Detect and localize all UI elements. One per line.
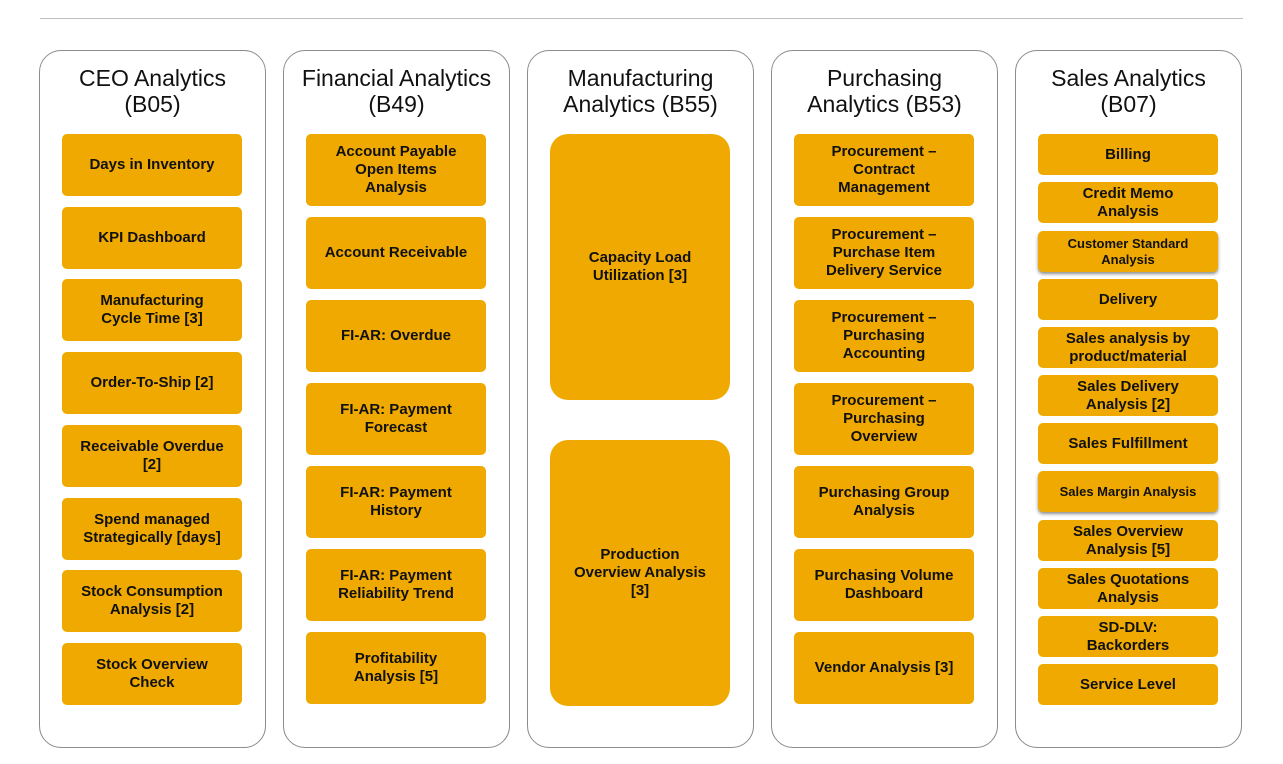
column-title: Sales Analytics (B07) (1051, 65, 1206, 117)
tile-order-to-ship[interactable]: Order-To-Ship [2] (62, 352, 242, 414)
tile-procurement-contract-management[interactable]: Procurement – Contract Management (794, 134, 974, 206)
tile-stock-overview-check[interactable]: Stock Overview Check (62, 643, 242, 705)
tile-procurement-purchasing-overview[interactable]: Procurement – Purchasing Overview (794, 383, 974, 455)
tile-capacity-load-utilization[interactable]: Capacity Load Utilization [3] (550, 134, 730, 400)
tile-sales-overview-analysis[interactable]: Sales Overview Analysis [5] (1038, 520, 1218, 561)
tile-purchasing-group-analysis[interactable]: Purchasing Group Analysis (794, 466, 974, 538)
tile-sales-quotations-analysis[interactable]: Sales Quotations Analysis (1038, 568, 1218, 609)
tile-customer-standard-analysis[interactable]: Customer Standard Analysis (1038, 231, 1218, 272)
tile-procurement-purchase-item-delivery[interactable]: Procurement – Purchase Item Delivery Ser… (794, 217, 974, 289)
tile-production-overview-analysis[interactable]: Production Overview Analysis [3] (550, 440, 730, 706)
tile-stock-consumption-analysis[interactable]: Stock Consumption Analysis [2] (62, 570, 242, 632)
tile-delivery[interactable]: Delivery (1038, 279, 1218, 320)
tile-billing[interactable]: Billing (1038, 134, 1218, 175)
tile-purchasing-volume-dashboard[interactable]: Purchasing Volume Dashboard (794, 549, 974, 621)
column-title: CEO Analytics (B05) (79, 65, 226, 117)
tile-sd-dlv-backorders[interactable]: SD-DLV: Backorders (1038, 616, 1218, 657)
tile-procurement-purchasing-accounting[interactable]: Procurement – Purchasing Accounting (794, 300, 974, 372)
tile-days-in-inventory[interactable]: Days in Inventory (62, 134, 242, 196)
column-ceo-analytics: CEO Analytics (B05) Days in Inventory KP… (39, 50, 266, 748)
column-manufacturing-analytics: Manufacturing Analytics (B55) Capacity L… (527, 50, 754, 748)
tile-sales-analysis-by-product[interactable]: Sales analysis by product/material (1038, 327, 1218, 368)
tile-profitability-analysis[interactable]: Profitability Analysis [5] (306, 632, 486, 704)
column-financial-analytics: Financial Analytics (B49) Account Payabl… (283, 50, 510, 748)
tile-sales-delivery-analysis[interactable]: Sales Delivery Analysis [2] (1038, 375, 1218, 416)
tile-fi-ar-payment-forecast[interactable]: FI-AR: Payment Forecast (306, 383, 486, 455)
column-purchasing-analytics: Purchasing Analytics (B53) Procurement –… (771, 50, 998, 748)
tile-service-level[interactable]: Service Level (1038, 664, 1218, 705)
column-title: Financial Analytics (B49) (301, 65, 492, 117)
tile-account-payable-open-items[interactable]: Account Payable Open Items Analysis (306, 134, 486, 206)
tile-spend-managed-strategically[interactable]: Spend managed Strategically [days] (62, 498, 242, 560)
tile-receivable-overdue[interactable]: Receivable Overdue [2] (62, 425, 242, 487)
tile-fi-ar-overdue[interactable]: FI-AR: Overdue (306, 300, 486, 372)
tile-sales-fulfillment[interactable]: Sales Fulfillment (1038, 423, 1218, 464)
tile-fi-ar-payment-reliability-trend[interactable]: FI-AR: Payment Reliability Trend (306, 549, 486, 621)
tile-vendor-analysis[interactable]: Vendor Analysis [3] (794, 632, 974, 704)
tile-sales-margin-analysis[interactable]: Sales Margin Analysis (1038, 471, 1218, 512)
column-title: Purchasing Analytics (B53) (807, 65, 962, 117)
tile-fi-ar-payment-history[interactable]: FI-AR: Payment History (306, 466, 486, 538)
tile-credit-memo-analysis[interactable]: Credit Memo Analysis (1038, 182, 1218, 223)
tile-manufacturing-cycle-time[interactable]: Manufacturing Cycle Time [3] (62, 279, 242, 341)
tile-account-receivable[interactable]: Account Receivable (306, 217, 486, 289)
tile-kpi-dashboard[interactable]: KPI Dashboard (62, 207, 242, 269)
top-divider (40, 18, 1243, 19)
column-title: Manufacturing Analytics (B55) (563, 65, 718, 117)
column-sales-analytics: Sales Analytics (B07) Billing Credit Mem… (1015, 50, 1242, 748)
